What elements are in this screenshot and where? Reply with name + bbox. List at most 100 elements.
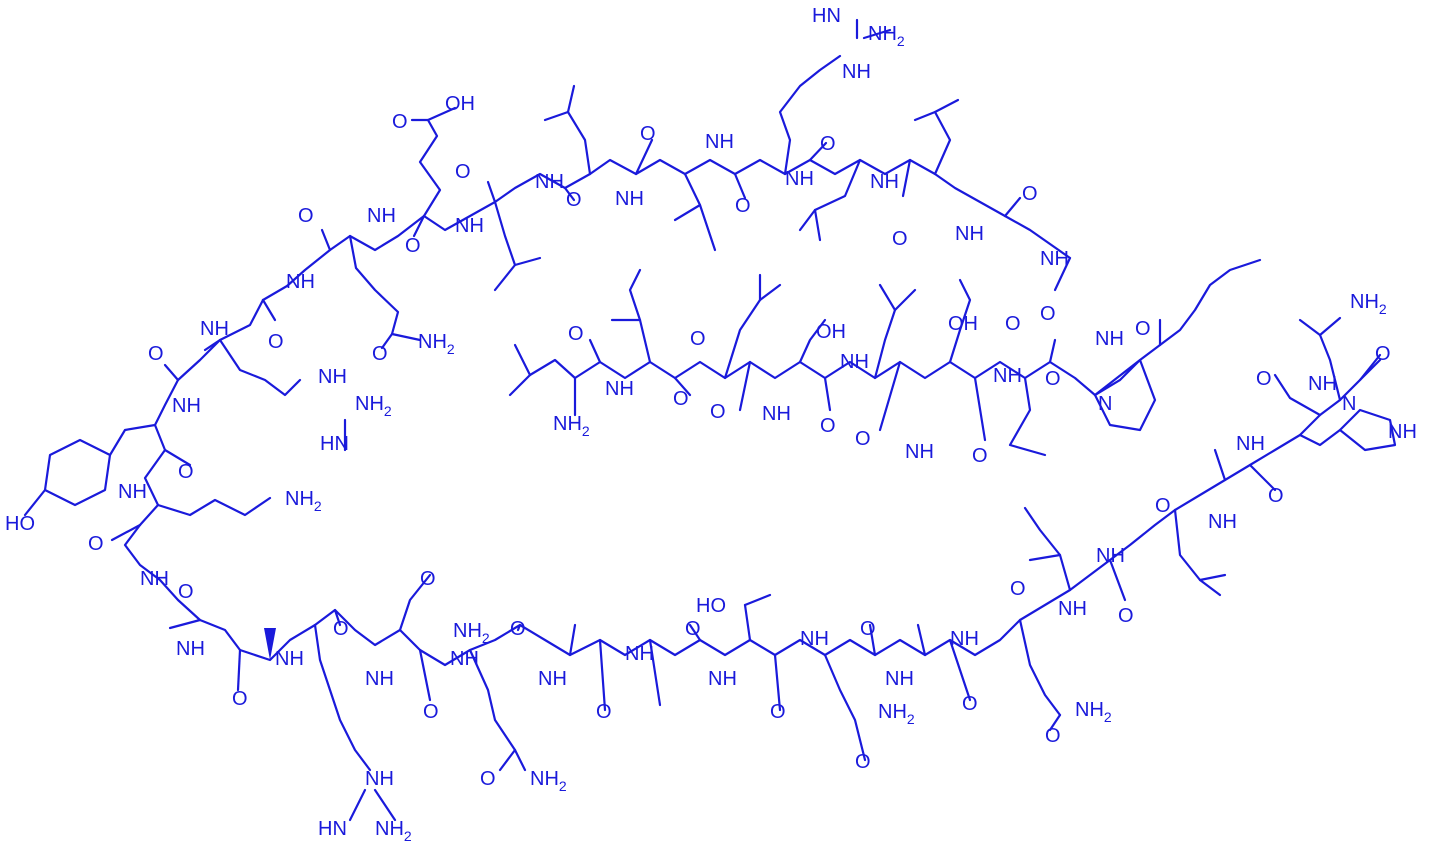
label-o-cterm: O bbox=[1375, 343, 1391, 365]
label-o-2: O bbox=[820, 133, 836, 155]
label-n-pro: N bbox=[1098, 393, 1112, 415]
label-oh-asp: OH bbox=[948, 313, 978, 335]
label-o-11: O bbox=[268, 331, 284, 353]
label-o-1: O bbox=[640, 123, 656, 145]
label-o-gln3: O bbox=[1010, 578, 1026, 600]
label-nh-inner-4: NH bbox=[605, 378, 634, 400]
label-o-val: O bbox=[1256, 368, 1272, 390]
label-o-b1: O bbox=[333, 618, 349, 640]
label-nh-6: NH bbox=[367, 205, 396, 227]
label-o-inner-5: O bbox=[820, 415, 836, 437]
label-o-gln: O bbox=[372, 343, 388, 365]
label-hn-11: NH bbox=[200, 318, 229, 340]
label-guan-top-nh2: NH2 bbox=[868, 23, 905, 49]
label-o-15: O bbox=[178, 581, 194, 603]
label-o-b5: O bbox=[423, 701, 439, 723]
label-o-ile: O bbox=[1118, 605, 1134, 627]
label-o-inner-2: O bbox=[1045, 368, 1061, 390]
label-guan-mid-nh2: NH2 bbox=[355, 393, 392, 419]
label-o-asp: O bbox=[1005, 313, 1021, 335]
label-hn-14: NH bbox=[118, 481, 147, 503]
label-nh-val: NH bbox=[1308, 373, 1337, 395]
label-nh-inner-3: NH bbox=[993, 365, 1022, 387]
label-o-leu: O bbox=[1155, 495, 1171, 517]
label-o-3: O bbox=[455, 161, 471, 183]
label-nh-10: NH bbox=[286, 271, 315, 293]
label-o-b6: O bbox=[596, 701, 612, 723]
label-nh-b8: NH bbox=[885, 668, 914, 690]
label-o-inner-7: O bbox=[972, 445, 988, 467]
label-o-inner-6: O bbox=[855, 428, 871, 450]
label-guan-top-nh: NH bbox=[842, 61, 871, 83]
label-nh2-asn1: NH2 bbox=[453, 620, 490, 646]
label-nh-15: NH bbox=[140, 568, 169, 590]
label-o-gln2: O bbox=[480, 768, 496, 790]
label-o-inner-3: O bbox=[673, 388, 689, 410]
label-hn-leu: NH bbox=[1096, 545, 1125, 567]
label-nh2-cterm: NH2 bbox=[1350, 291, 1387, 317]
label-n-b5: NH bbox=[450, 648, 479, 670]
label-nh-3: NH bbox=[870, 171, 899, 193]
label-o-b7: O bbox=[770, 701, 786, 723]
label-o-inner-1: O bbox=[568, 323, 584, 345]
label-o-asn2: O bbox=[855, 751, 871, 773]
label-nh-b2: NH bbox=[625, 643, 654, 665]
label-nh2-gln1: NH2 bbox=[418, 331, 455, 357]
left-chain bbox=[23, 298, 1397, 822]
label-o-ala2: O bbox=[1268, 485, 1284, 507]
label-o-gln3-side: O bbox=[1045, 725, 1061, 747]
label-o-7: O bbox=[298, 205, 314, 227]
label-nh-inner-2: NH bbox=[840, 351, 869, 373]
label-nh2-lys: NH2 bbox=[285, 488, 322, 514]
label-nh-9: NH bbox=[1040, 248, 1069, 270]
label-nh-ala2: NH bbox=[1208, 511, 1237, 533]
label-nh-b1: NH bbox=[800, 628, 829, 650]
label-o-13: O bbox=[178, 461, 194, 483]
label-o-9: O bbox=[405, 235, 421, 257]
label-o-b3: O bbox=[685, 618, 701, 640]
label-nh2-nterm: NH2 bbox=[553, 413, 590, 439]
label-o-8: O bbox=[892, 228, 908, 250]
label-nh2-gln2: NH2 bbox=[530, 768, 567, 794]
label-nh-inner-1: O bbox=[690, 328, 706, 350]
label-o-b2: O bbox=[510, 618, 526, 640]
label-nh-inner-5: NH bbox=[762, 403, 791, 425]
label-o-pro: O bbox=[1135, 318, 1151, 340]
label-ho-thr: HO bbox=[696, 595, 726, 617]
label-nh-b6: NH bbox=[538, 668, 567, 690]
label-ho-tyr: HO bbox=[5, 513, 35, 535]
label-nh-his: NH bbox=[1388, 421, 1417, 443]
label-hn-pro: NH bbox=[1095, 328, 1124, 350]
atom-labels: HN NH2 NH OH O O NH O NH O NH O NH NH O … bbox=[5, 5, 1417, 844]
label-nh-16: NH bbox=[176, 638, 205, 660]
label-nh-4: NH bbox=[615, 188, 644, 210]
label-o-5: O bbox=[566, 189, 582, 211]
label-nh-8: NH bbox=[955, 223, 984, 245]
label-guan-bot-nh: NH bbox=[365, 768, 394, 790]
label-nh-13: NH bbox=[172, 395, 201, 417]
label-nh-b7: NH bbox=[708, 668, 737, 690]
label-nh-2: NH bbox=[535, 171, 564, 193]
inner-chain bbox=[508, 258, 1262, 457]
label-nh-5: NH bbox=[785, 168, 814, 190]
label-o-glu: O bbox=[392, 111, 408, 133]
label-nh2-asn2: NH2 bbox=[878, 701, 915, 727]
label-guan-mid-hn: HN bbox=[320, 433, 349, 455]
label-o-10: O bbox=[1040, 303, 1056, 325]
label-nh2-gln3: NH2 bbox=[1075, 699, 1112, 725]
label-nh-7: NH bbox=[455, 215, 484, 237]
label-o-6: O bbox=[735, 195, 751, 217]
label-nh-b3: NH bbox=[275, 648, 304, 670]
top-chain bbox=[261, 18, 1072, 350]
label-guan-top-hn: HN bbox=[812, 5, 841, 27]
label-o-inner-4: O bbox=[710, 401, 726, 423]
label-oh-top: OH bbox=[445, 93, 475, 115]
label-guan-bot-nh2: NH2 bbox=[375, 818, 412, 844]
label-hn-his: NH bbox=[1236, 433, 1265, 455]
label-guan-bot-hn: HN bbox=[318, 818, 347, 840]
label-nh-ile: NH bbox=[1058, 598, 1087, 620]
label-o-4: O bbox=[1022, 183, 1038, 205]
label-n-his: N bbox=[1342, 393, 1356, 415]
label-nh-b4: NH bbox=[365, 668, 394, 690]
